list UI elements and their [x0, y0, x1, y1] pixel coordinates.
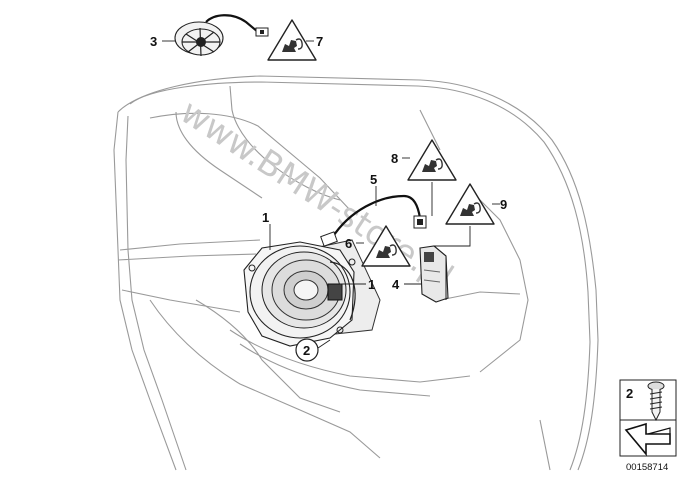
callout-7: 7 [316, 34, 323, 49]
esd-warning-icon-7 [267, 19, 317, 61]
esd-warning-icon-8 [407, 139, 457, 181]
callout-2-circle [295, 338, 319, 362]
legend-item-number: 2 [626, 386, 633, 401]
callout-1-top: 1 [262, 210, 269, 225]
audio-module-icon [419, 245, 449, 303]
door-panel-outline [113, 75, 599, 471]
assembly-arrow-icon [624, 422, 671, 457]
callout-2: 2 [303, 343, 310, 358]
screw-icon [647, 381, 665, 422]
callout-8: 8 [391, 151, 398, 166]
tweeter-speaker-icon [174, 14, 269, 57]
callout-6: 6 [345, 236, 352, 251]
esd-warning-icon-9 [445, 183, 495, 225]
door-loudspeaker-icon [243, 239, 381, 347]
callout-1-side: 1 [368, 277, 375, 292]
callout-4: 4 [392, 277, 400, 292]
callout-5: 5 [370, 172, 377, 187]
legend-box: 2 [619, 379, 677, 457]
speaker-cable-icon [320, 194, 427, 247]
reference-number: 00158714 [626, 462, 668, 473]
callout-9: 9 [500, 197, 507, 212]
callout-3: 3 [150, 34, 157, 49]
